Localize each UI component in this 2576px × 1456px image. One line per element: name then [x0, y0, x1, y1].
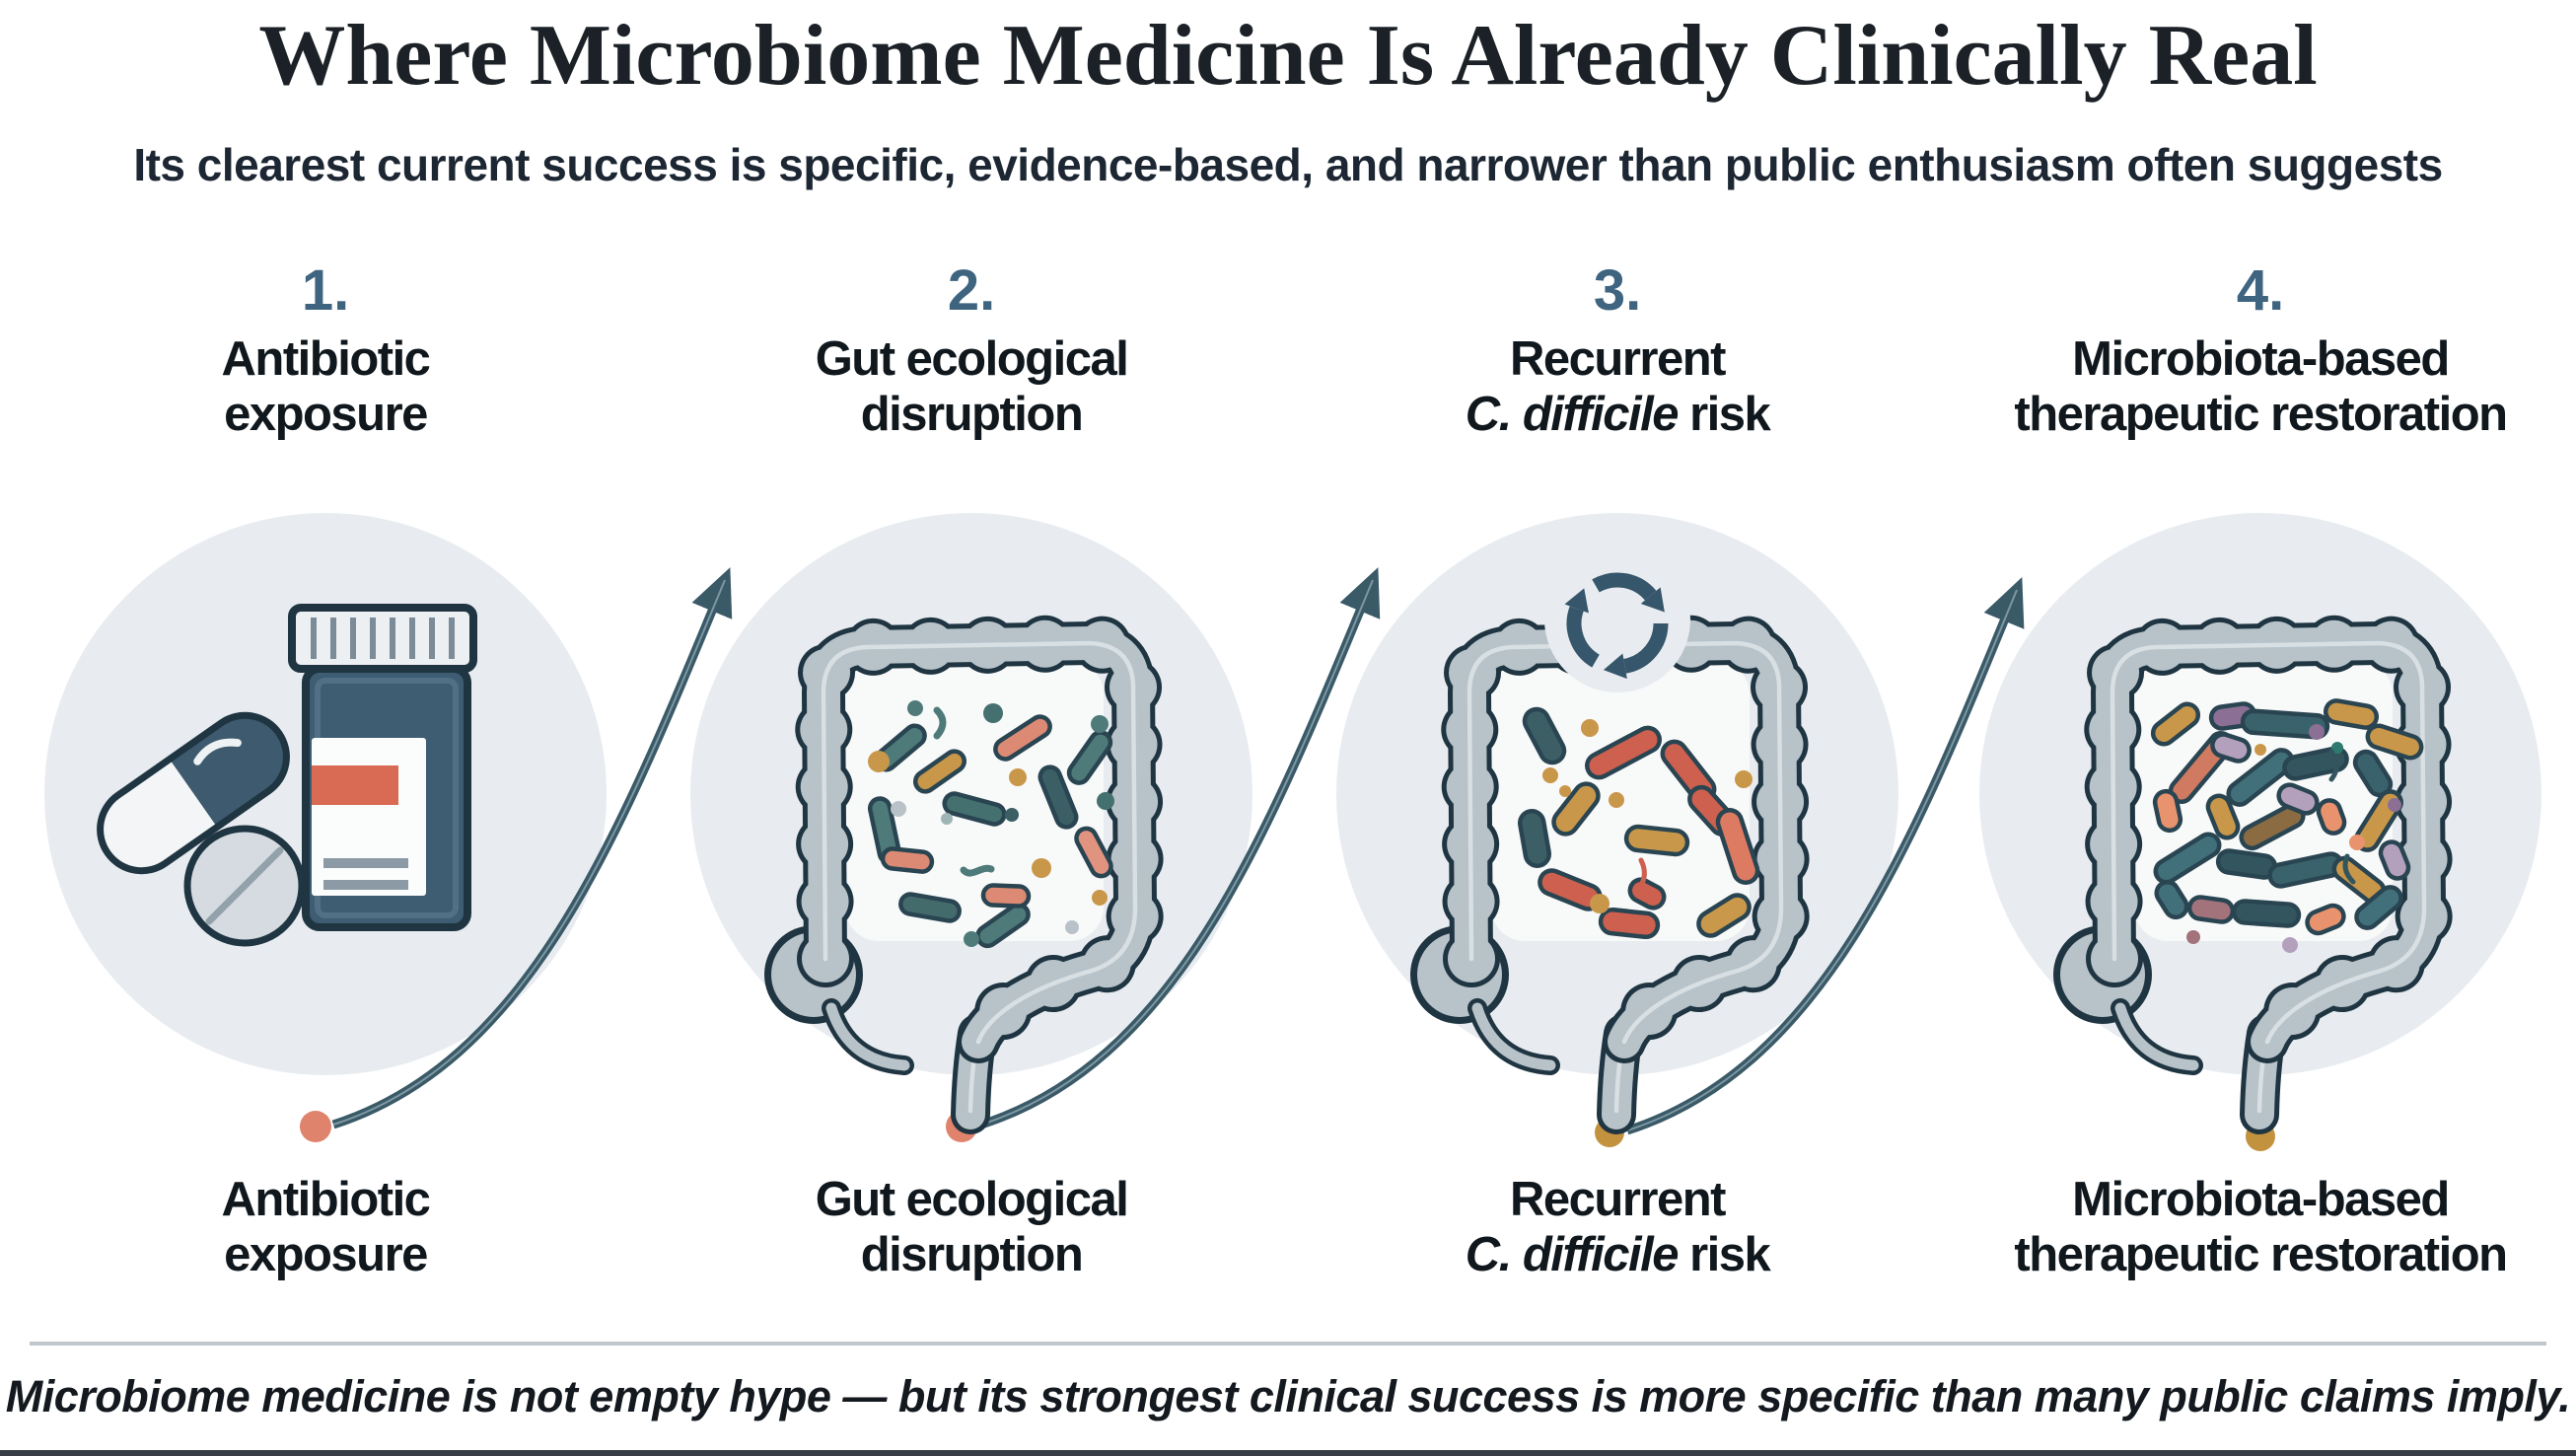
step-1-number: 1. — [301, 258, 350, 323]
footer-divider — [30, 1342, 2546, 1346]
step-2-number: 2. — [947, 258, 996, 323]
bottle-label-stripe — [312, 765, 398, 805]
bottom-edge-rule — [0, 1450, 2576, 1456]
gut-diverse-microbiome-icon — [1965, 513, 2556, 1164]
diverse-microbes — [2150, 698, 2424, 953]
page-title: Where Microbiome Medicine Is Already Cli… — [258, 8, 2318, 104]
footer-note: Microbiome medicine is not empty hype — … — [5, 1371, 2571, 1421]
tablet-icon — [183, 825, 306, 947]
gut-recurrence-cycle-icon — [1322, 546, 1913, 1164]
antibiotic-pills-icon — [97, 604, 477, 947]
colon-icon — [1410, 643, 1781, 1115]
page-subtitle: Its clearest current success is specific… — [133, 139, 2443, 190]
gut-sparse-microbiome-icon — [676, 513, 1267, 1164]
pill-bottle-icon — [288, 604, 477, 931]
bottle-label — [312, 738, 426, 896]
step-4-number: 4. — [2236, 258, 2285, 323]
recycle-icon — [1544, 546, 1690, 692]
capsule-icon — [97, 711, 290, 875]
step-3-number: 3. — [1593, 258, 1642, 323]
colon-icon — [764, 643, 1135, 1115]
